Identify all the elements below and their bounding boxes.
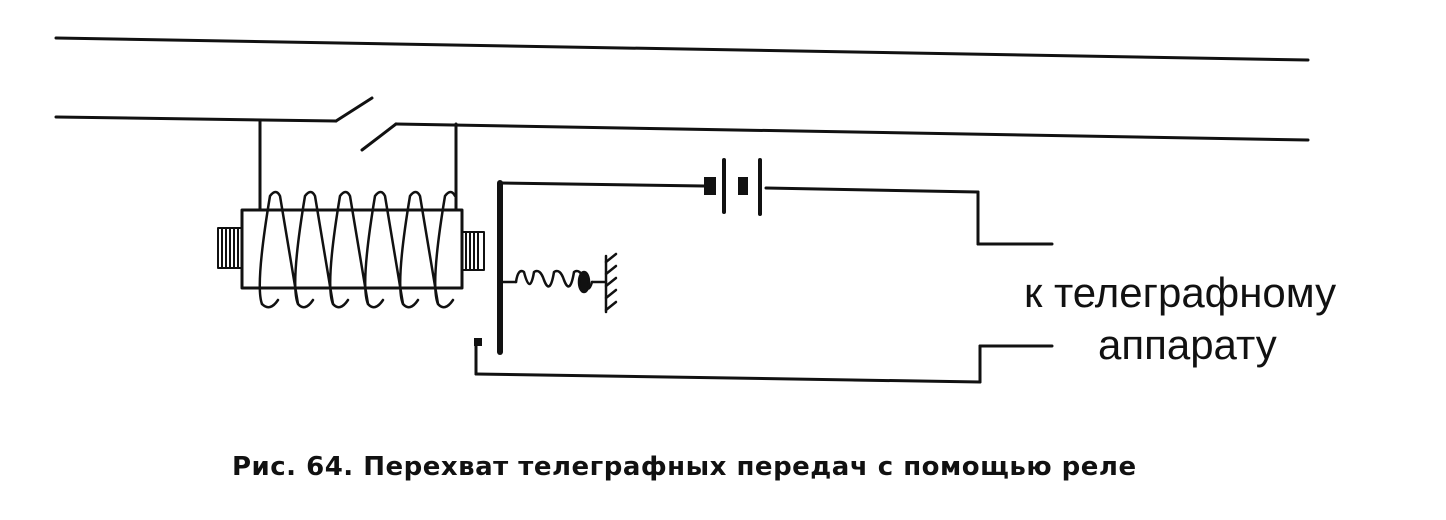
battery-icon [704,158,762,216]
figure-caption: Рис. 64. Перехват телеграфных передач с … [232,452,1137,482]
local-circuit-wires [474,181,1054,384]
left-core-end [217,227,243,269]
apparatus-label-line1: к телеграфному [1024,269,1337,316]
stationary-contact [474,338,482,346]
apparatus-label-line2: аппарату [1098,321,1277,368]
lower-telegraph-wire [54,115,1310,142]
wire-cut-switch [334,96,398,152]
right-core-end [461,231,485,271]
relay-coil-winding [258,190,457,309]
armature-spring [498,269,608,294]
upper-telegraph-wire [54,36,1310,62]
coil-tap-wires [258,118,458,212]
relay-electromagnet [217,190,485,309]
spring-anchor [604,252,618,314]
